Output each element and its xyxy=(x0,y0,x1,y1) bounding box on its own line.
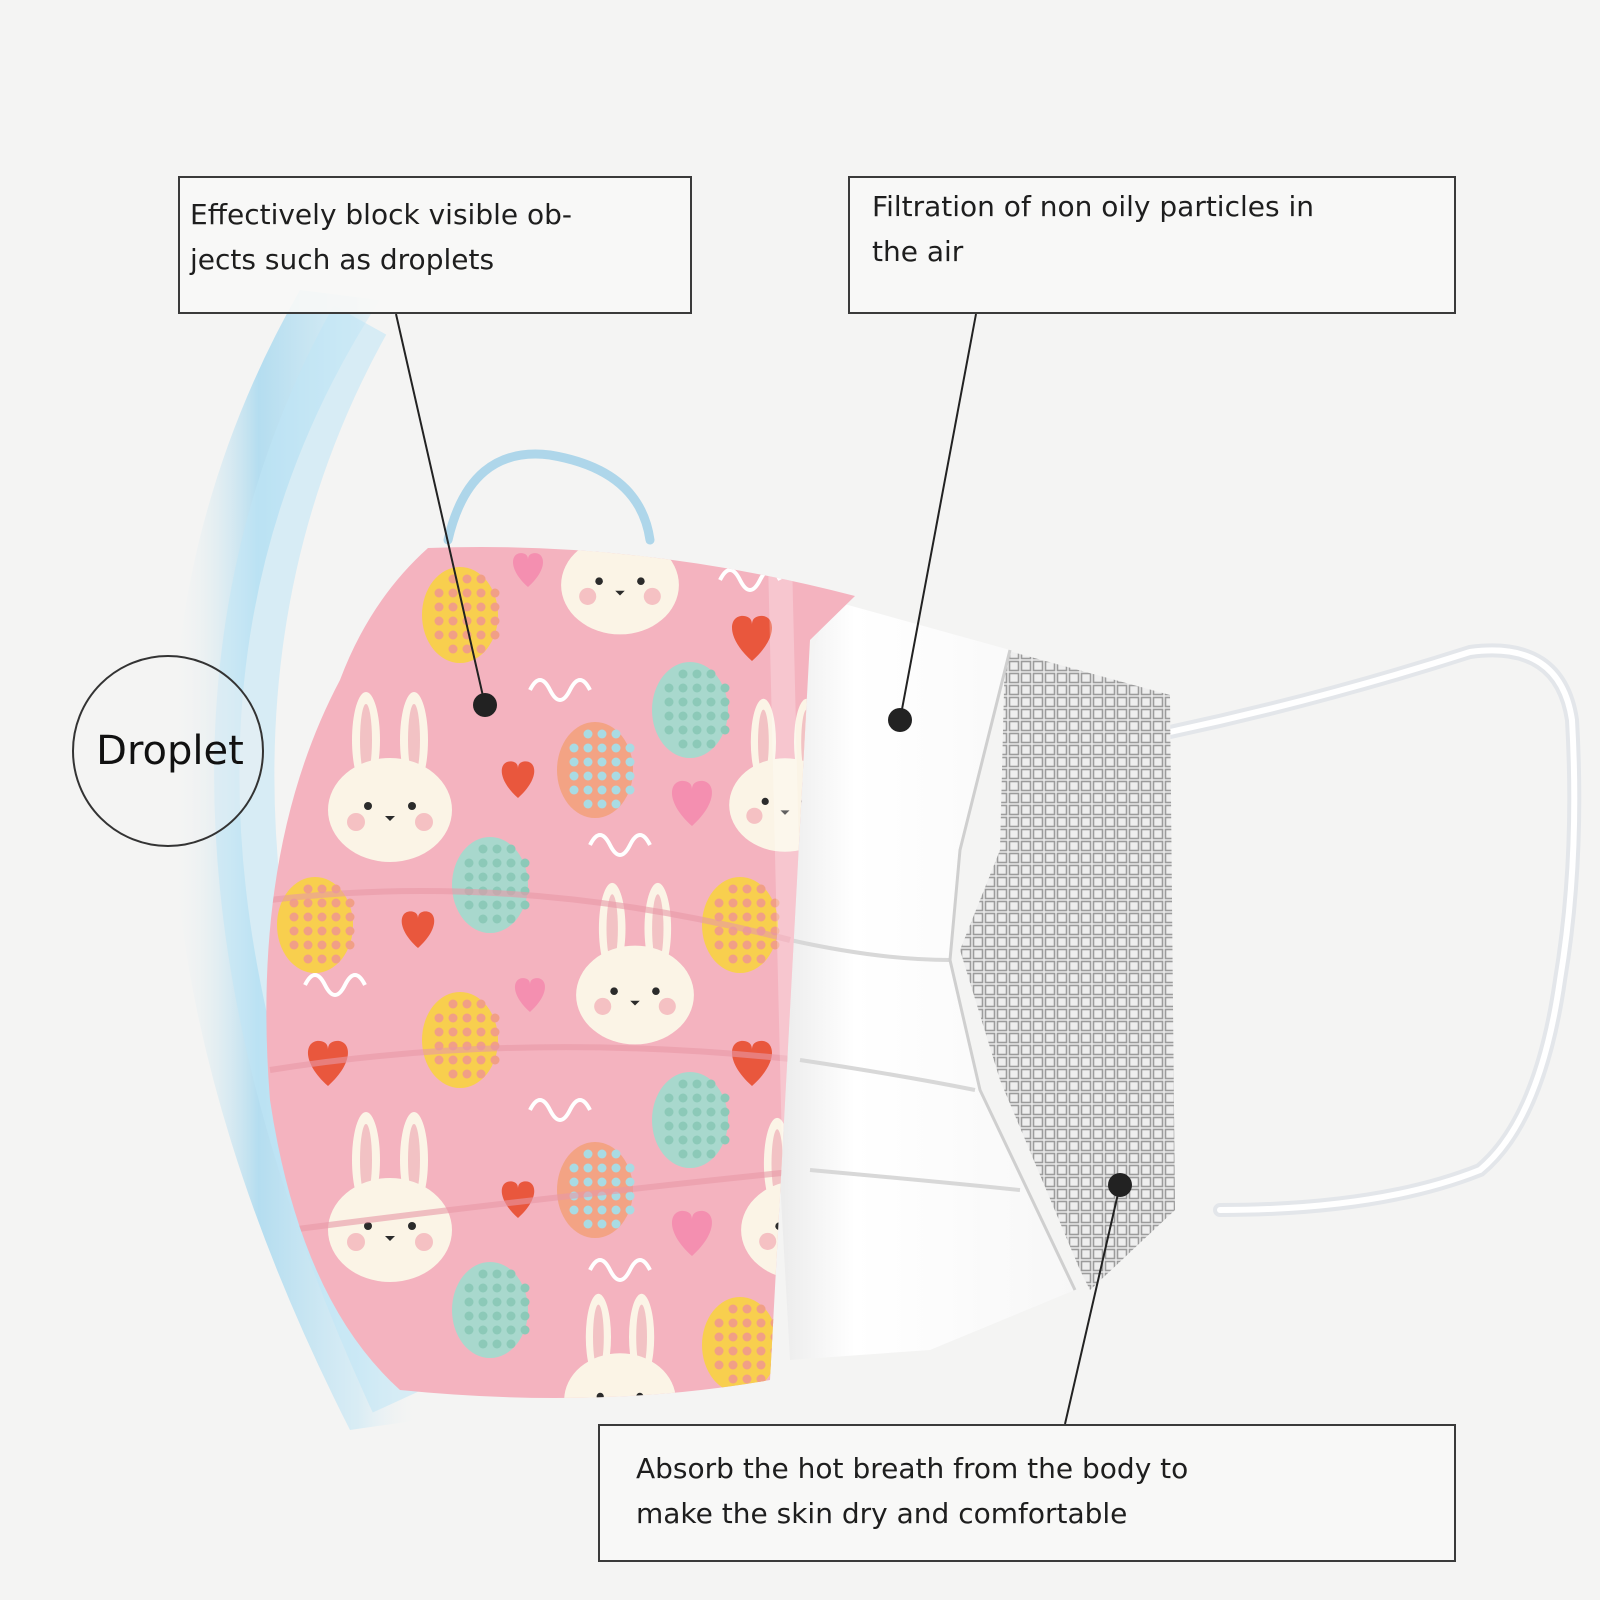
egg-icon xyxy=(652,1072,730,1168)
heart-icon xyxy=(672,1210,712,1256)
egg-icon xyxy=(422,992,500,1088)
inner-mesh-layer xyxy=(960,650,1175,1290)
outer-pink-layer xyxy=(266,547,855,1398)
swirl-icon xyxy=(588,833,652,857)
leader-dot-outer xyxy=(473,693,497,717)
leader-line-inner xyxy=(1064,1184,1121,1425)
heart-icon xyxy=(401,911,435,948)
droplet-circle xyxy=(72,655,264,847)
middle-filter-layer xyxy=(760,600,1075,1360)
callout-inner-line2: make the skin dry and comfortable xyxy=(636,1497,1128,1530)
droplet-shield xyxy=(171,290,420,1430)
leader-line-outer xyxy=(395,313,486,706)
callout-inner-line1: Absorb the hot breath from the body to xyxy=(636,1452,1189,1485)
heart-icon xyxy=(672,780,712,826)
swirl-icon xyxy=(528,1098,592,1122)
callout-middle-layer: Filtration of non oily particles in the … xyxy=(848,176,1456,314)
callout-outer-line1: Effectively block visible ob- xyxy=(190,198,573,231)
egg-icon xyxy=(557,1142,635,1238)
egg-icon xyxy=(452,1262,530,1358)
swirl-icon xyxy=(588,1258,652,1282)
leader-dot-middle xyxy=(888,708,912,732)
heart-icon xyxy=(501,761,535,798)
heart-icon xyxy=(513,553,543,587)
leader-dot-inner xyxy=(1108,1173,1132,1197)
heart-icon xyxy=(732,615,772,661)
droplet-label: Droplet xyxy=(96,728,244,774)
egg-icon xyxy=(557,722,635,818)
swirl-icon xyxy=(303,973,367,997)
egg-icon xyxy=(652,662,730,758)
bunny-icon xyxy=(564,1293,676,1398)
swirl-icon xyxy=(528,678,592,702)
bunny-icon xyxy=(328,692,452,862)
callout-outer-layer: Effectively block visible ob- jects such… xyxy=(178,176,692,314)
egg-icon xyxy=(277,877,355,973)
easter-pattern xyxy=(277,547,855,1398)
callout-middle-line1: Filtration of non oily particles in xyxy=(872,190,1314,223)
egg-icon xyxy=(422,567,500,663)
heart-icon xyxy=(515,978,545,1012)
bunny-icon xyxy=(561,547,679,635)
front-ear-loop xyxy=(443,449,655,545)
bunny-icon xyxy=(328,1112,452,1282)
callout-outer-line2: jects such as droplets xyxy=(190,243,495,276)
leader-line-middle xyxy=(899,313,977,721)
callout-middle-line2: the air xyxy=(872,235,964,268)
callout-inner-layer: Absorb the hot breath from the body to m… xyxy=(598,1424,1456,1562)
